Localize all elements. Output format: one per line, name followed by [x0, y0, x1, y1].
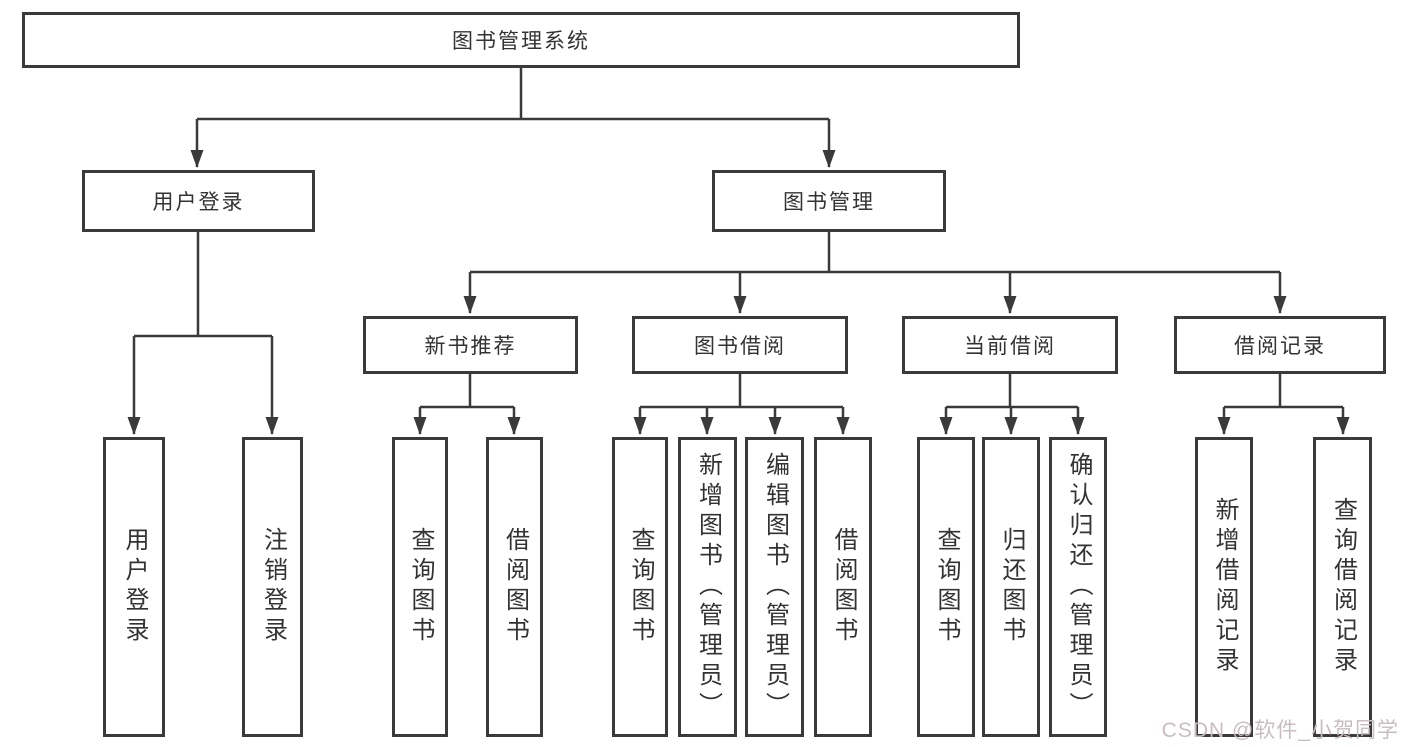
edge-new-book-rec-to-leaves [413, 374, 521, 435]
edge-root-to-level1 [190, 68, 836, 168]
node-book-borrowing: 图书借阅 [632, 316, 848, 374]
leaf-query-borrow-record: 查询借阅记录 [1313, 437, 1372, 737]
leaf-query-books-borrowing: 查询图书 [612, 437, 668, 737]
leaf-return-books: 归还图书 [982, 437, 1040, 737]
edge-borrow-records-to-leaves [1217, 374, 1350, 435]
edge-current-borrowing-to-leaves [939, 374, 1085, 435]
leaf-confirm-return-admin: 确认归还（管理员） [1049, 437, 1107, 737]
edge-user-login-to-leaves [127, 232, 279, 435]
leaf-add-books-admin: 新增图书（管理员） [678, 437, 737, 737]
leaf-add-borrow-record: 新增借阅记录 [1195, 437, 1253, 737]
node-root-library-system: 图书管理系统 [22, 12, 1020, 68]
edge-book-management-to-level2 [463, 232, 1287, 314]
edge-book-borrowing-to-leaves [633, 374, 850, 435]
node-current-borrowing: 当前借阅 [902, 316, 1118, 374]
node-new-book-recommendation: 新书推荐 [363, 316, 578, 374]
csdn-watermark: CSDN @软件_小贺同学 [1161, 719, 1399, 742]
leaf-user-login: 用户登录 [103, 437, 165, 737]
node-user-login: 用户登录 [82, 170, 315, 232]
leaf-borrow-books-recommend: 借阅图书 [486, 437, 543, 737]
leaf-query-books-current: 查询图书 [917, 437, 975, 737]
node-borrowing-records: 借阅记录 [1174, 316, 1386, 374]
leaf-edit-books-admin: 编辑图书（管理员） [745, 437, 804, 737]
leaf-query-books-recommend: 查询图书 [392, 437, 448, 737]
leaf-borrow-books: 借阅图书 [814, 437, 872, 737]
leaf-logout: 注销登录 [242, 437, 303, 737]
node-book-management: 图书管理 [712, 170, 946, 232]
